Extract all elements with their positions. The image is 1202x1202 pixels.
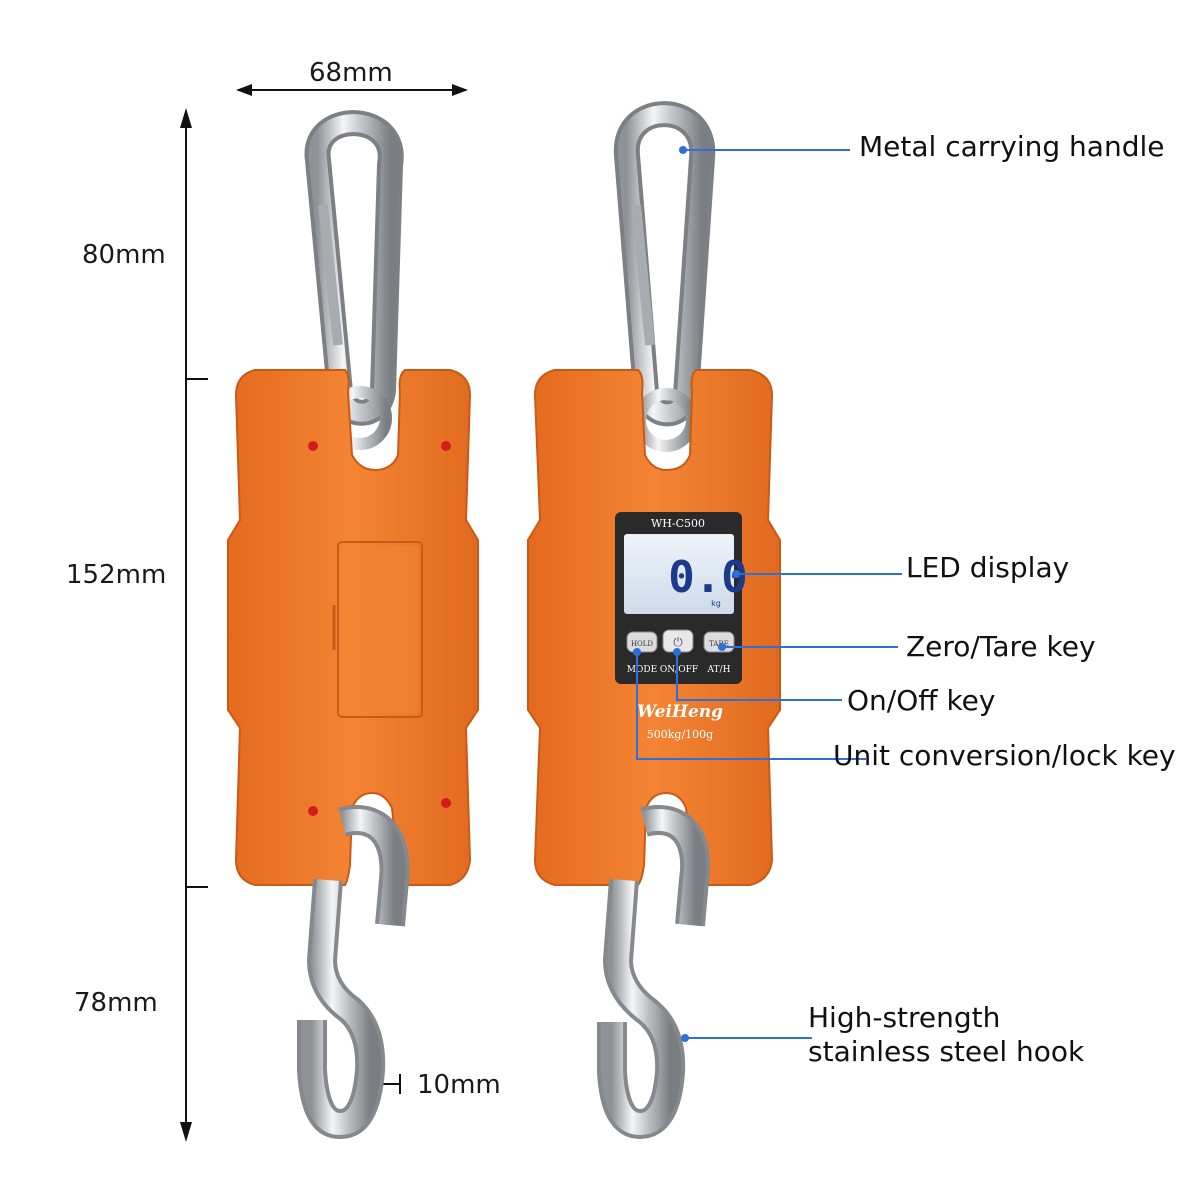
- dimension-lines: [180, 84, 468, 1142]
- brand-logo: WeiHeng: [637, 702, 723, 722]
- hook-thickness-dimension: 10mm: [417, 1070, 501, 1100]
- hold-key-label: HOLD: [631, 640, 653, 648]
- hook-height-dimension: 78mm: [74, 988, 158, 1018]
- hook-right: [597, 805, 711, 1140]
- mode-key-label: MODE: [627, 665, 657, 675]
- callout-unit-key: Unit conversion/lock key: [833, 739, 1176, 772]
- onoff-key-label: ON/OFF: [660, 665, 698, 675]
- carabiner-right: [613, 101, 716, 452]
- ath-key-label: AT/H: [707, 665, 731, 675]
- tare-key-label: TARE: [709, 640, 729, 648]
- callout-hook-line1: High-strength: [808, 1001, 1001, 1034]
- width-dimension: 68mm: [309, 58, 393, 88]
- body-height-dimension: 152mm: [66, 560, 167, 590]
- callout-handle: Metal carrying handle: [859, 130, 1165, 163]
- callout-tare-key: Zero/Tare key: [906, 630, 1096, 663]
- hold-key[interactable]: [626, 631, 658, 653]
- lcd-screen: [624, 534, 734, 614]
- capacity-label: 500kg/100g: [647, 728, 713, 741]
- handle-height-dimension: 80mm: [82, 240, 166, 270]
- lcd-unit: kg: [711, 599, 721, 608]
- power-icon: ⏻: [673, 635, 683, 649]
- carabiner-left: [304, 110, 404, 450]
- hook-left: [297, 805, 410, 1140]
- callout-onoff-key: On/Off key: [847, 684, 996, 717]
- callout-lines: [633, 146, 902, 1042]
- scale-front-view: WH-C500 0.0 kg HOLD ⏻ TARE MODE ON/OFF A…: [527, 101, 781, 1140]
- scale-back-view: [227, 110, 479, 1140]
- callout-display: LED display: [906, 551, 1070, 584]
- callout-hook-line2: stainless steel hook: [808, 1035, 1085, 1068]
- model-label: WH-C500: [651, 517, 705, 530]
